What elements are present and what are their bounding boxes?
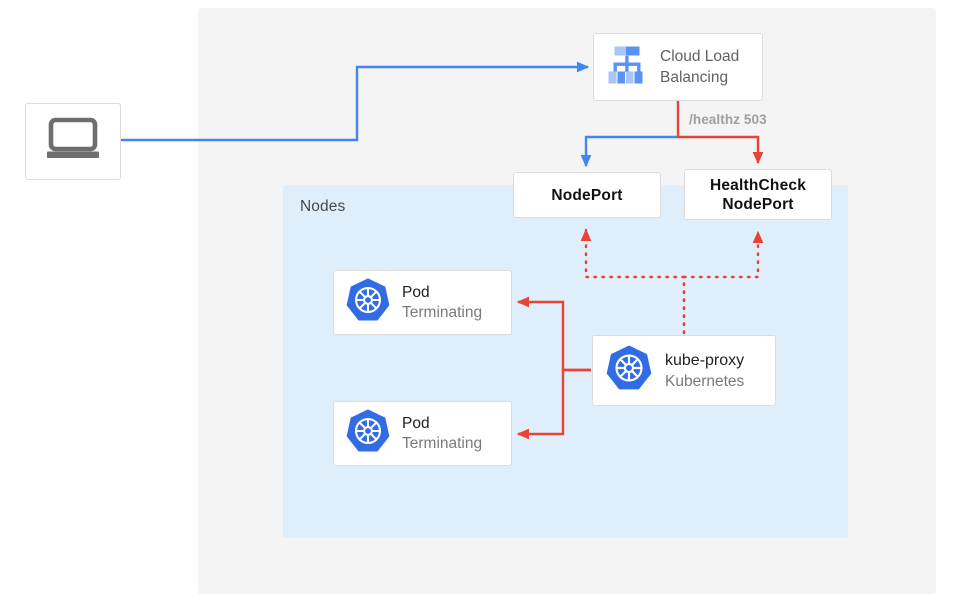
healthcheck-nodeport-label-line1: HealthCheck (709, 176, 807, 194)
cloud-load-balancing-icon (606, 46, 648, 89)
cloud-load-balancing-label: Cloud Load Balancing (660, 46, 739, 88)
cloud-load-balancing-label-line2: Balancing (660, 69, 729, 86)
kube-proxy-title: kube-proxy (665, 351, 745, 369)
edge-load-balancer-to-nodeport (580, 135, 678, 168)
client-laptop-card (25, 103, 121, 180)
kube-proxy-card: kube-proxy Kubernetes (592, 335, 776, 406)
cloud-load-balancing-card: Cloud Load Balancing (593, 33, 763, 101)
kubernetes-icon (345, 408, 391, 459)
healthcheck-nodeport-card: HealthCheck NodePort (684, 169, 832, 220)
kube-proxy-text-block: kube-proxy Kubernetes (665, 350, 744, 392)
edge-kube-proxy-to-healthcheck-nodeport (682, 230, 764, 335)
pod-text-block: Pod Terminating (402, 283, 482, 323)
pod-status: Terminating (402, 303, 483, 321)
edge-kube-proxy-to-pod-1 (516, 296, 591, 372)
nodes-region-label: Nodes (300, 198, 346, 215)
nodeport-card: NodePort (513, 172, 661, 218)
pod-card: Pod Terminating (333, 401, 512, 466)
nodeport-label: NodePort (551, 186, 623, 204)
pod-status: Terminating (402, 434, 483, 452)
pod-title: Pod (402, 414, 430, 432)
kube-proxy-subtitle: Kubernetes (665, 372, 745, 390)
kubernetes-icon (605, 344, 653, 397)
healthcheck-nodeport-label: HealthCheck NodePort (710, 176, 806, 214)
healthz-edge-label: /healthz 503 (689, 112, 767, 127)
edge-load-balancer-to-healthcheck-nodeport (676, 101, 764, 165)
pod-card: Pod Terminating (333, 270, 512, 335)
pod-text-block: Pod Terminating (402, 414, 482, 454)
edge-client-to-load-balancer (121, 61, 590, 142)
kubernetes-icon (345, 277, 391, 328)
edge-kube-proxy-to-nodeport (580, 228, 686, 335)
pod-title: Pod (402, 283, 430, 301)
laptop-icon (44, 117, 102, 166)
cloud-load-balancing-label-line1: Cloud Load (660, 48, 740, 65)
healthcheck-nodeport-label-line2: NodePort (722, 195, 794, 213)
edge-kube-proxy-to-pod-2 (516, 368, 591, 440)
